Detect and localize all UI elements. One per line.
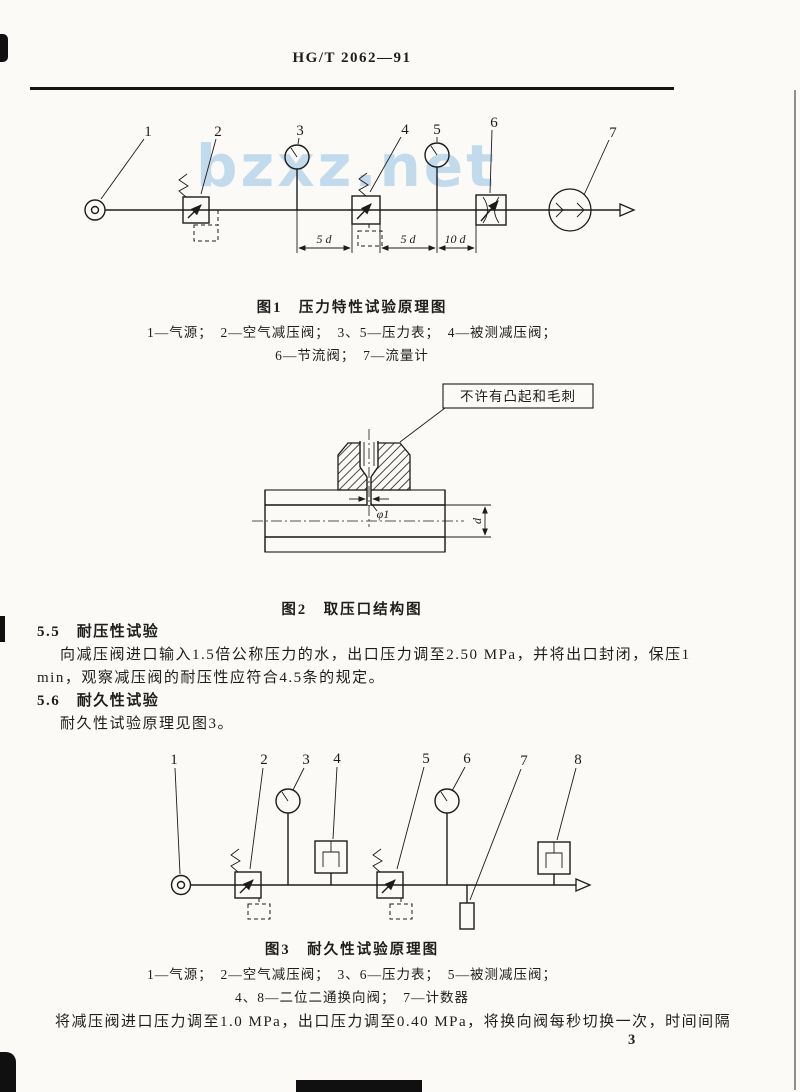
component-label: 6 bbox=[490, 115, 498, 131]
pressure-gauge-3-symbol bbox=[284, 144, 310, 210]
directional-valve-4-symbol bbox=[314, 840, 348, 885]
flow-arrow-icon bbox=[575, 878, 592, 892]
main-flow-line bbox=[190, 878, 592, 892]
component-label: 5 bbox=[422, 751, 430, 767]
figure3-caption: 图3 耐久性试验原理图 bbox=[264, 942, 440, 958]
pressure-gauge-5-symbol bbox=[424, 142, 450, 210]
scan-artifact-bottom-bar bbox=[296, 1080, 422, 1092]
figure2-caption: 图2 取压口结构图 bbox=[281, 602, 423, 618]
directional-valve-8-symbol bbox=[537, 841, 571, 885]
centerlines bbox=[252, 429, 464, 527]
air-source-symbol bbox=[84, 199, 106, 221]
d-dimension-label: d bbox=[470, 517, 484, 524]
figure1-caption: 图1 压力特性试验原理图 bbox=[256, 300, 448, 316]
standard-number: HG/T 2062—91 bbox=[292, 50, 412, 66]
component-label: 5 bbox=[433, 122, 441, 138]
component-label: 3 bbox=[302, 752, 310, 768]
counter-symbol bbox=[459, 885, 475, 930]
component-numbers: 1 2 3 4 5 6 7 bbox=[100, 115, 617, 200]
scan-artifact-left-top bbox=[0, 34, 8, 62]
scan-artifact-right-edge bbox=[794, 90, 796, 1090]
figure1-pressure-test-diagram: 1 2 3 4 5 6 7 5 d 5 d 10 d bbox=[84, 115, 636, 253]
watermark: bzxz.net bbox=[196, 132, 497, 200]
air-reducing-valve-symbol bbox=[178, 173, 219, 242]
component-label: 2 bbox=[260, 752, 268, 768]
component-label: 1 bbox=[170, 752, 178, 768]
pressure-gauge-3-symbol bbox=[275, 788, 301, 885]
figure3-durability-test-diagram: 1 2 3 4 5 6 7 8 bbox=[170, 751, 592, 930]
component-numbers: 1 2 3 4 5 6 7 8 bbox=[170, 751, 582, 901]
section-5-5-body-line1: 向减压阀进口输入1.5倍公称压力的水，出口压力调至2.50 MPa，并将出口封闭… bbox=[60, 647, 691, 663]
dimension-label: 5 d bbox=[401, 232, 417, 246]
phi-dimension-label: φ1 bbox=[377, 507, 390, 521]
component-label: 7 bbox=[520, 753, 528, 769]
tested-reducing-valve-symbol bbox=[372, 848, 413, 920]
component-label: 4 bbox=[333, 751, 341, 767]
scan-artifact-bottom-left bbox=[0, 1052, 16, 1092]
scan-artifact-left-middle bbox=[0, 616, 5, 642]
section-5-5-body-line2: min，观察减压阀的耐压性应符合4.5条的规定。 bbox=[37, 670, 386, 686]
figure1-legend-line1: 1—气源； 2—空气减压阀； 3、5—压力表； 4—被测减压阀； bbox=[147, 325, 557, 340]
page-number: 3 bbox=[628, 1032, 636, 1048]
component-label: 7 bbox=[609, 125, 617, 141]
dimension-lines: 5 d 5 d 10 d bbox=[296, 210, 477, 253]
component-label: 6 bbox=[463, 751, 471, 767]
tested-reducing-valve-symbol bbox=[351, 172, 383, 247]
section-5-6-body: 耐久性试验原理见图3。 bbox=[60, 716, 235, 732]
d-dimension: d bbox=[445, 504, 491, 538]
annotation-text: 不许有凸起和毛刺 bbox=[460, 389, 576, 404]
pressure-gauge-6-symbol bbox=[434, 788, 460, 885]
figure2-pressure-tap-diagram: φ1 d 不许有凸起和毛刺 bbox=[252, 383, 594, 553]
figure3-legend-line1: 1—气源； 2—空气减压阀； 3、6—压力表； 5—被测减压阀； bbox=[147, 967, 557, 982]
air-source-symbol bbox=[170, 874, 192, 896]
figure1-legend-line2: 6—节流阀； 7—流量计 bbox=[275, 348, 429, 363]
flow-arrow-icon bbox=[619, 203, 636, 217]
closing-body: 将减压阀进口压力调至1.0 MPa，出口压力调至0.40 MPa，将换向阀每秒切… bbox=[55, 1014, 732, 1030]
section-5-6-title: 5.6 耐久性试验 bbox=[37, 693, 160, 709]
section-5-5-title: 5.5 耐压性试验 bbox=[37, 624, 160, 640]
flow-meter-symbol bbox=[548, 188, 592, 232]
throttle-valve-symbol bbox=[475, 194, 507, 226]
air-reducing-valve-symbol bbox=[230, 848, 271, 920]
pipe-section bbox=[264, 439, 446, 553]
component-label: 1 bbox=[144, 124, 152, 140]
component-label: 2 bbox=[214, 124, 222, 140]
figure3-legend-line2: 4、8—二位二通换向阀； 7—计数器 bbox=[235, 990, 469, 1005]
component-label: 3 bbox=[296, 123, 304, 139]
annotation-callout: 不许有凸起和毛刺 bbox=[399, 383, 594, 443]
component-label: 4 bbox=[401, 122, 409, 138]
dimension-label: 5 d bbox=[317, 232, 333, 246]
phi-dimension: φ1 bbox=[349, 496, 390, 521]
component-label: 8 bbox=[574, 752, 582, 768]
dimension-label: 10 d bbox=[445, 232, 467, 246]
header-rule bbox=[30, 87, 674, 90]
